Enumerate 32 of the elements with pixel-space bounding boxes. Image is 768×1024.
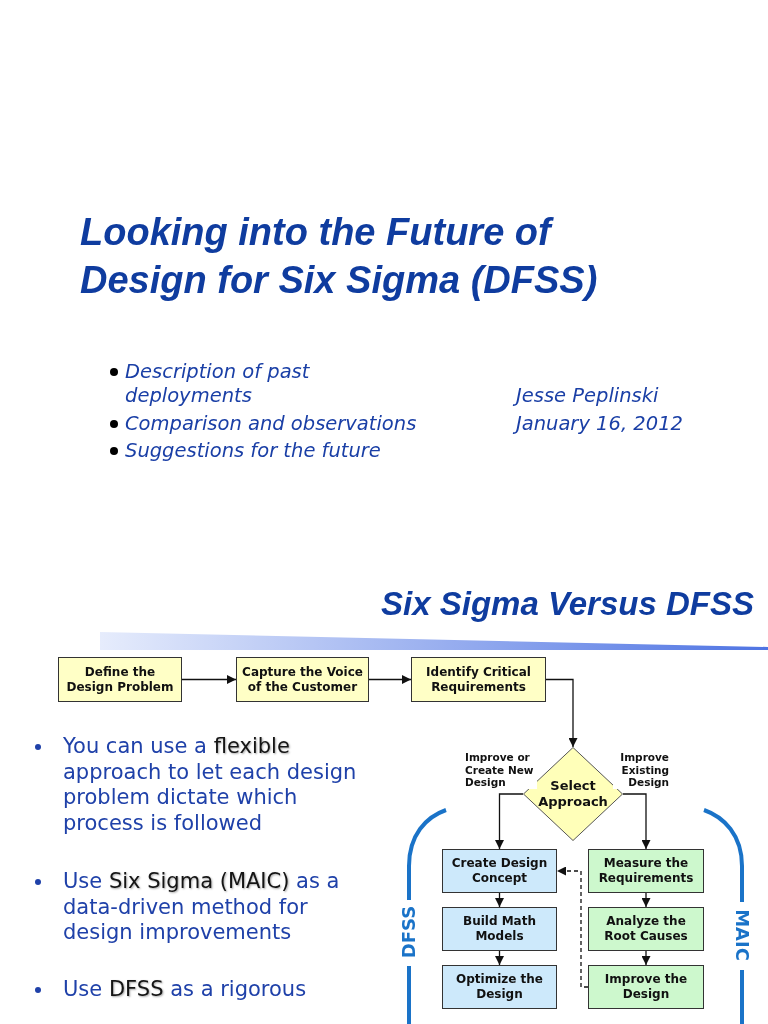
decision-label: Select Approach (537, 778, 609, 810)
arrow (181, 675, 237, 684)
process-box: Define the Design Problem (58, 657, 182, 702)
arrow (622, 793, 651, 850)
process-box: Capture the Voice of the Customer (236, 657, 369, 702)
bullet-text: Suggestions for the future (125, 439, 382, 463)
bullet-text: Description of past deployments (125, 360, 311, 408)
arrow (495, 950, 504, 966)
bullet-text: Comparison and observations (125, 411, 418, 436)
process-box: Improve the Design (588, 965, 704, 1009)
arrow (545, 678, 578, 748)
arrow (641, 892, 651, 908)
bullet-text: You can use a flexible approach to let each design problem dictate which process is followed (63, 734, 358, 837)
slide-title: Looking into the Future of Design for Six Sigma (DFSS) (80, 210, 599, 303)
process-box: Identify Critical Requirements (411, 657, 546, 702)
process-box: Measure the Requirements (588, 849, 704, 893)
arrow (641, 950, 651, 966)
arrow (495, 793, 524, 850)
arrow (368, 675, 412, 684)
process-box: Build Math Models (442, 907, 557, 951)
process-box: Optimize the Design (442, 965, 557, 1009)
process-box: Analyze the Root Causes (588, 907, 704, 951)
slide-title: Six Sigma Versus DFSS (381, 585, 754, 623)
process-box: Create Design Concept (442, 849, 557, 893)
dashed-arrow (556, 866, 589, 988)
bracket-label: DFSS (398, 905, 420, 959)
bracket-label: MAIC (731, 909, 753, 961)
arrow (495, 892, 504, 908)
bullet-text: Use Six Sigma (MAIC) as a data-driven method for design improvements (63, 869, 341, 946)
bullet-text: Use DFSS as a rigorous (63, 977, 308, 1003)
edge-label: Improve Existing Design (613, 751, 669, 789)
edge-label: Improve or Create New Design (465, 751, 537, 789)
